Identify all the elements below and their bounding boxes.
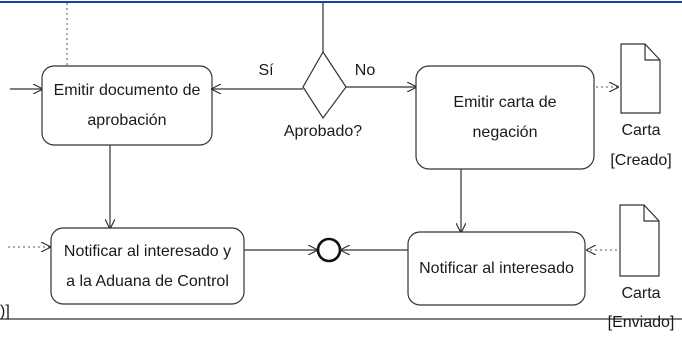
no-label: No	[354, 62, 376, 79]
partition-fragment-label: )]	[0, 303, 10, 320]
document-icon-created	[620, 43, 661, 114]
yes-label: Sí	[258, 62, 274, 79]
decision-label: Aprobado?	[283, 123, 363, 140]
approval-label-line2: aprobación	[87, 112, 167, 129]
notify-customs-label-line1: Notificar al interesado y	[63, 243, 232, 260]
action-emit-rejection-box[interactable]	[415, 65, 595, 170]
rejection-label-line2: negación	[472, 124, 538, 141]
object-sent-state: [Enviado]	[607, 314, 675, 331]
object-sent-name: Carta	[621, 285, 661, 302]
approval-label-line1: Emitir documento de	[53, 82, 201, 99]
notify-party-label: Notificar al interesado	[419, 260, 574, 277]
action-emit-approval-box[interactable]	[41, 65, 213, 146]
action-notify-customs-box[interactable]	[50, 227, 245, 305]
object-created-state: [Creado]	[610, 152, 672, 169]
document-icon-sent	[619, 204, 660, 277]
object-created-name: Carta	[621, 122, 661, 139]
notify-customs-label-line2: a la Aduana de Control	[66, 273, 229, 290]
document-fold-sent	[643, 205, 659, 222]
final-node	[316, 237, 342, 263]
document-fold-created	[644, 44, 660, 61]
decision-diamond[interactable]	[302, 50, 347, 120]
action-notify-party-box[interactable]	[407, 231, 586, 306]
rejection-label-line1: Emitir carta de	[453, 94, 557, 111]
